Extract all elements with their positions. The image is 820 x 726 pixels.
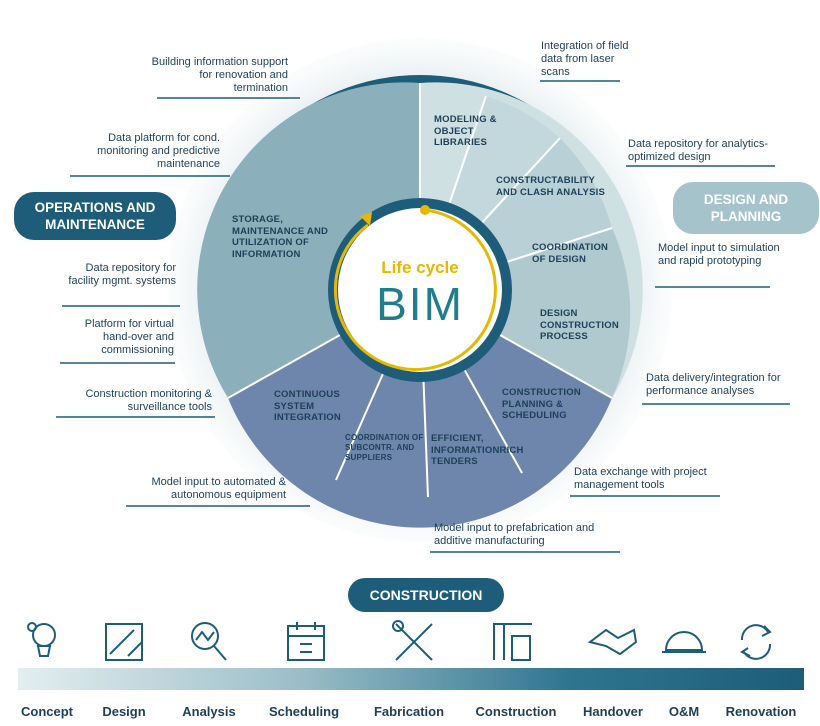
magnifier-analysis-icon [191, 622, 227, 661]
crane-building-icon [493, 623, 532, 661]
phase-scheduling: Scheduling [268, 704, 340, 719]
phase-handover: Handover [583, 704, 643, 719]
label-prefabrication: Model input to prefabrication and additi… [434, 522, 595, 547]
phase-fabrication: Fabrication [373, 704, 445, 719]
construction-pill: CONSTRUCTION [348, 578, 504, 612]
label-automated-equipment: Model input to automated & autonomous eq… [151, 476, 286, 501]
design-planning-pill: DESIGN AND PLANNING [673, 182, 819, 234]
calendar-icon [287, 622, 325, 661]
label-laser-scans: Integration of field data from laser sca… [541, 40, 629, 78]
segment-tenders: EFFICIENT, INFORMATIONRICH TENDERS [431, 433, 524, 467]
blueprint-drafting-icon [105, 623, 143, 661]
timeline-bar [18, 668, 804, 690]
segment-storage: STORAGE, MAINTENANCE AND UTILIZATION OF … [232, 214, 329, 260]
center-title: Life cycle [381, 258, 459, 277]
segment-coordination: COORDINATION OF DESIGN [532, 242, 609, 265]
design-subsector-4 [420, 228, 631, 398]
label-pm-tools: Data exchange with project management to… [574, 466, 707, 491]
phase-design: Design [102, 704, 146, 719]
label-performance-analyses: Data delivery/integration for performanc… [646, 372, 781, 397]
phase-renovation: Renovation [725, 704, 797, 719]
label-condition-monitoring: Data platform for cond. monitoring and p… [97, 132, 220, 170]
recycle-arrows-icon [740, 624, 772, 660]
phase-om: O&M [668, 704, 700, 719]
construction-sector [228, 290, 612, 528]
cycle-arrow-arc [333, 208, 497, 371]
lightbulb-gear-icon [27, 622, 56, 657]
label-simulation: Model input to simulation and rapid prot… [658, 242, 780, 267]
inner-disc [338, 208, 502, 372]
wrench-screwdriver-icon [392, 620, 433, 661]
segment-continuous: CONTINUOUS SYSTEM INTEGRATION [274, 389, 341, 423]
cycle-arrow-head [360, 212, 372, 226]
segment-clash: CONSTRUCTABILITY AND CLASH ANALYSIS [496, 175, 605, 198]
center-bim: BIM [376, 278, 464, 330]
label-renovation-support: Building information support for renovat… [151, 56, 288, 94]
phase-analysis: Analysis [182, 704, 236, 719]
label-monitoring-tools: Construction monitoring & surveillance t… [85, 388, 212, 413]
label-facility-management: Data repository for facility mgmt. syste… [68, 262, 176, 287]
label-virtual-handover: Platform for virtual hand-over and commi… [84, 318, 174, 356]
hard-hat-icon [662, 631, 706, 653]
cycle-arrow-dot [420, 205, 430, 215]
phase-concept: Concept [21, 704, 73, 719]
callout-lines [56, 80, 790, 553]
handshake-icon [587, 628, 638, 656]
segment-subcontr: COORDINATION OF SUBCONTR. AND SUPPLIERS [345, 433, 424, 462]
segment-design-process: DESIGN CONSTRUCTION PROCESS [540, 308, 619, 342]
segment-modeling: MODELING & OBJECT LIBRARIES [434, 114, 497, 148]
segment-planning: CONSTRUCTION PLANNING & SCHEDULING [502, 387, 581, 421]
label-analytics-design: Data repository for analytics-optimized … [628, 138, 768, 163]
phase-construction: Construction [475, 704, 557, 719]
phase-icons [27, 620, 772, 661]
operations-maintenance-pill: OPERATIONS AND MAINTENANCE [14, 192, 176, 240]
